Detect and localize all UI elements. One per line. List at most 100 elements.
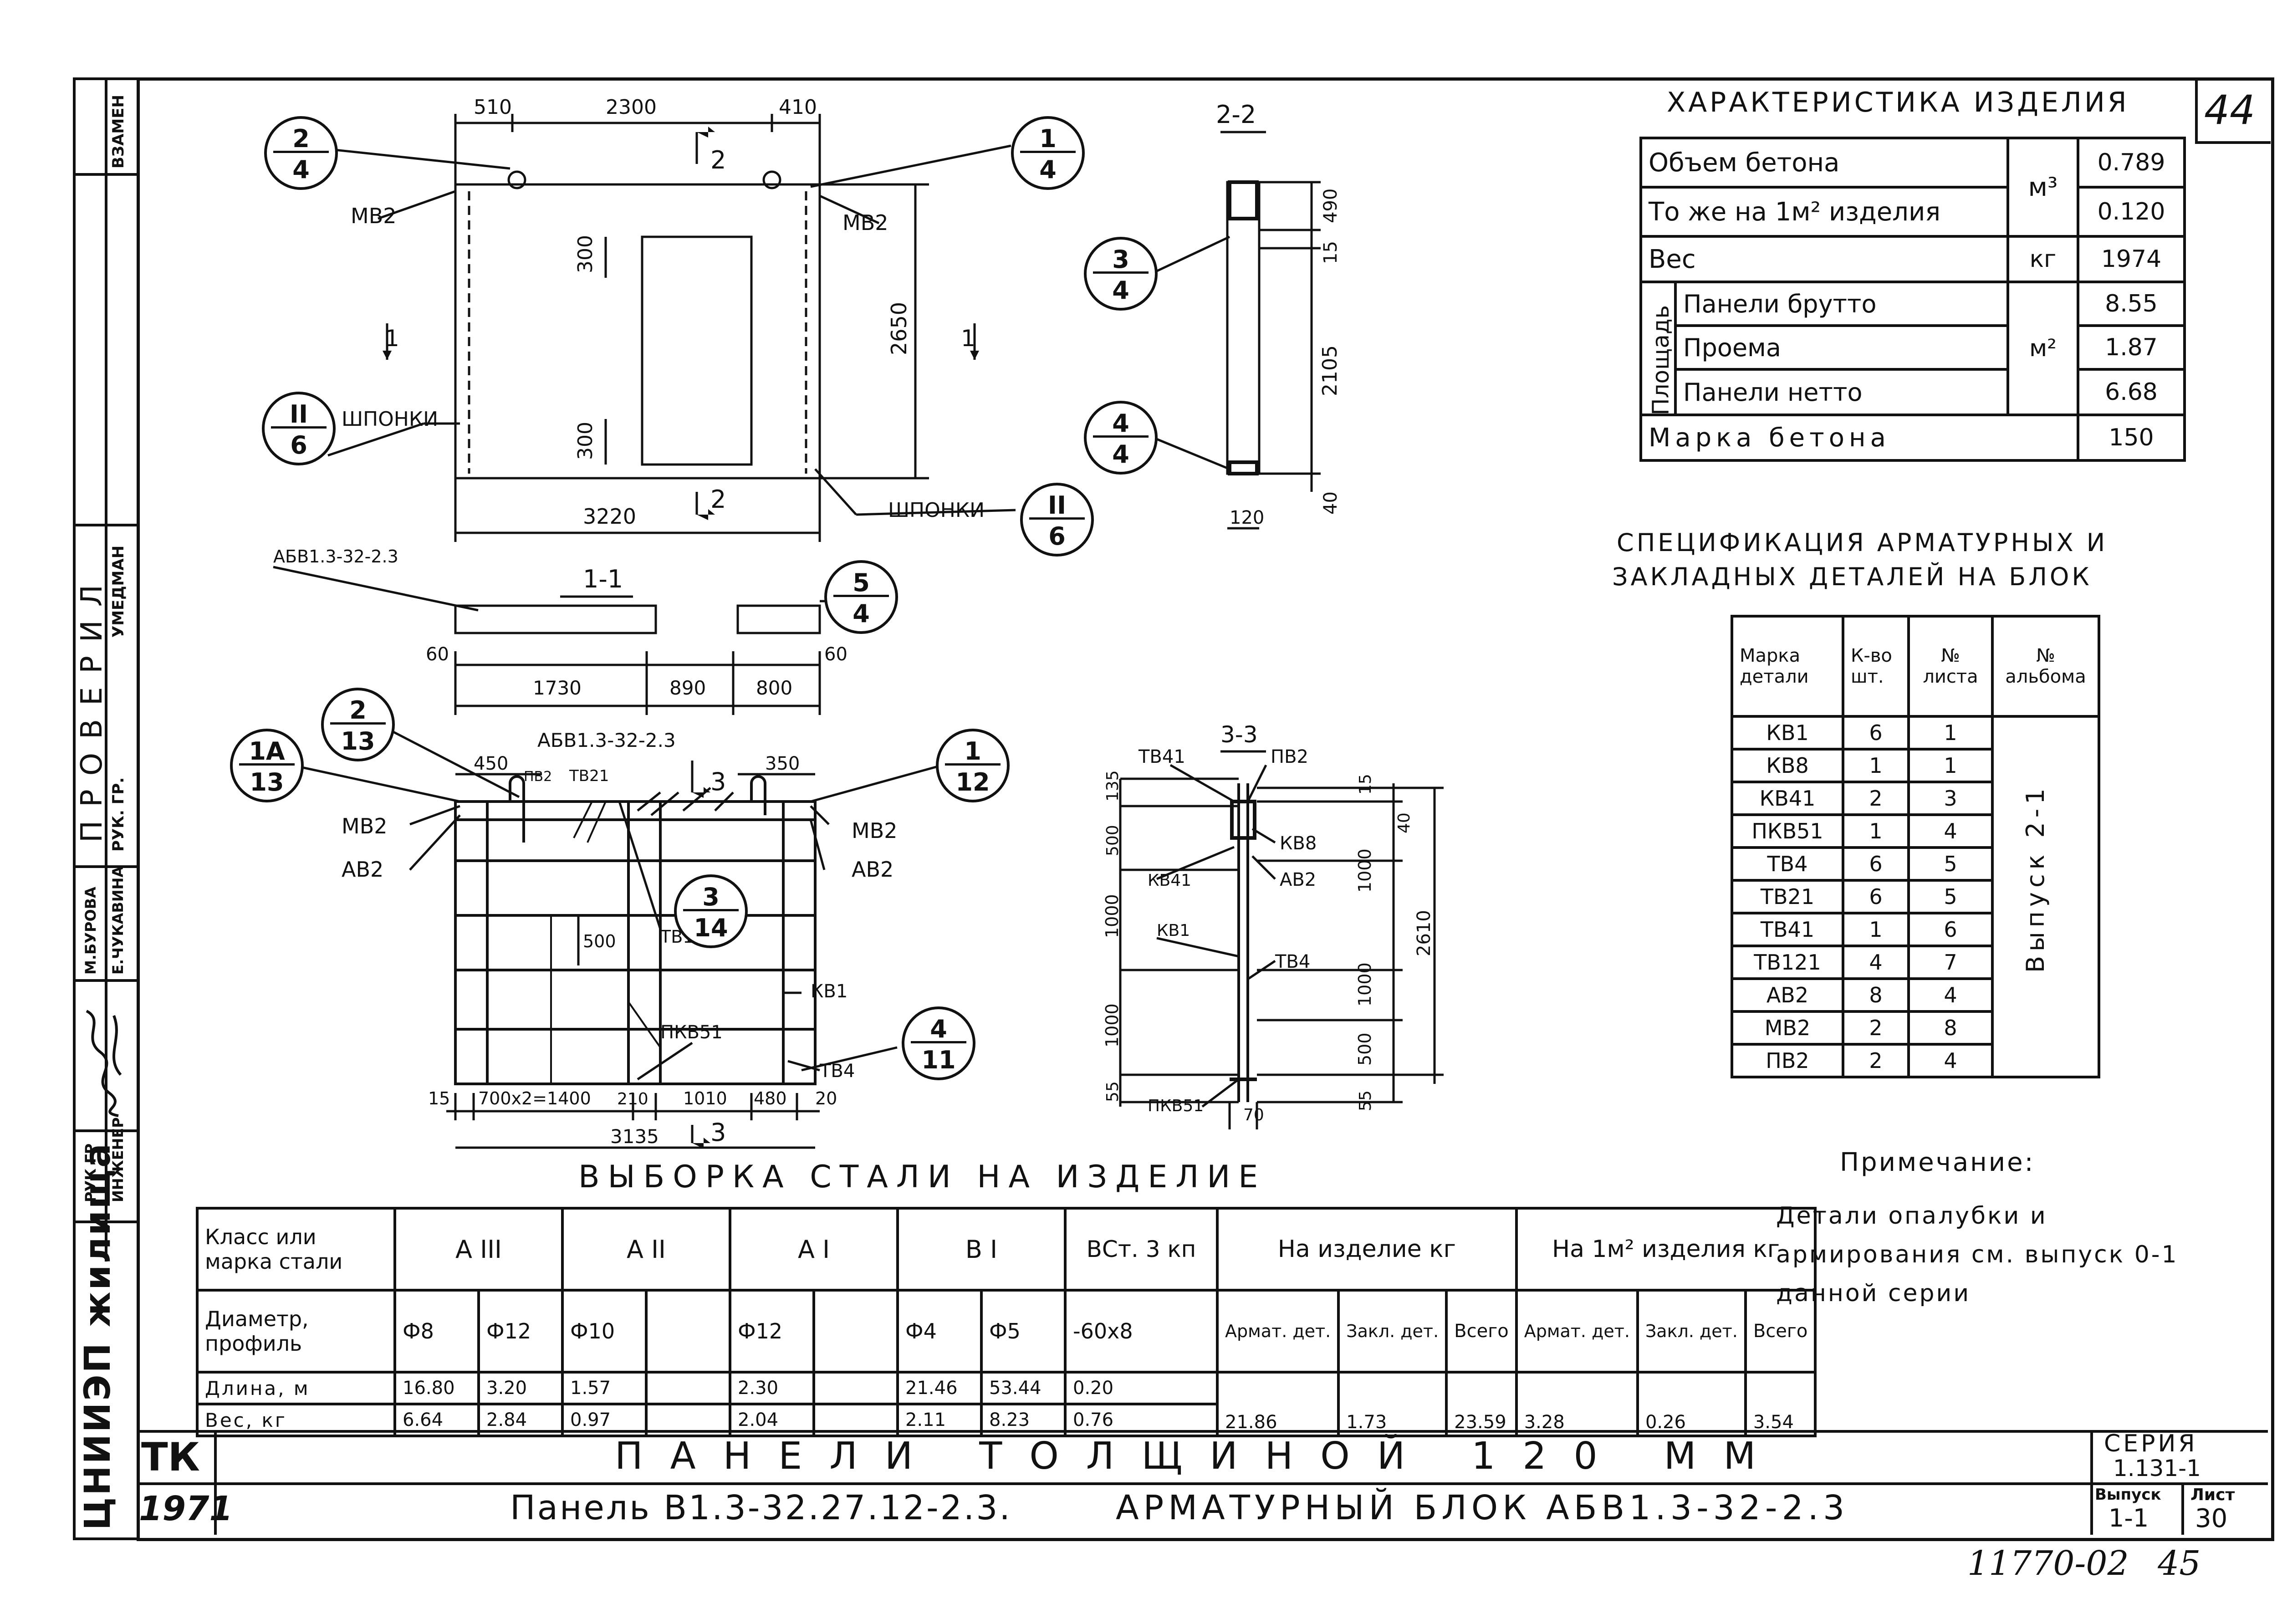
side-stamp-divider (105, 77, 107, 1261)
section-arrow (692, 1138, 710, 1149)
drawing-label: 510 (474, 96, 512, 119)
callout-sheet: 4 (1039, 155, 1057, 184)
char-label: Панели брутто (1674, 281, 2009, 327)
drawing-label: 2 (710, 485, 726, 514)
steel-diam: Ф4 (896, 1289, 983, 1374)
steel-diam: Ф12 (477, 1289, 564, 1374)
sheet-value: 30 (2195, 1504, 2228, 1533)
char-label: Панели нетто (1674, 368, 2009, 416)
spec-count: 6 (1842, 715, 1910, 751)
char-value: 8.55 (2077, 281, 2186, 327)
drawing-label: 480 (754, 1088, 787, 1108)
spec-sheet: 1 (1907, 715, 1994, 751)
drawing-label: 40 (1320, 491, 1341, 515)
note-line: армирования см. выпуск 0-1 (1776, 1241, 2179, 1268)
handwritten-code: 11770-02 45 (1967, 1544, 2200, 1583)
steel-table: Класс или марка стали А III А II А I В I… (196, 1207, 1817, 1437)
char-value: 0.789 (2077, 137, 2186, 189)
drawings: 510230041026503003003220МВ2МВ2ШПОНКИШПОН… (273, 96, 1444, 1149)
section-11-right (736, 604, 821, 634)
char-label: Марка бетона (1639, 414, 2079, 462)
tk-label: ТК (141, 1435, 200, 1480)
callout-sheet: 13 (341, 727, 375, 756)
steel-diam (812, 1289, 899, 1374)
side-stamp-rule (73, 865, 137, 868)
callout-divider (683, 909, 739, 911)
steel-sub: Армат. дет. (1515, 1289, 1639, 1374)
callout-divider (1093, 271, 1149, 274)
callout-number: II (1047, 491, 1067, 520)
callout-divider (833, 595, 889, 597)
drawing-label: 20 (815, 1088, 837, 1108)
char-unit: кг (2006, 235, 2079, 283)
steel-total: 21.86 (1215, 1371, 1340, 1437)
door-opening (641, 235, 753, 466)
drawing-label: 15 (428, 1088, 450, 1108)
spec-count: 2 (1842, 781, 1910, 816)
drawing-label: 1 (385, 325, 399, 352)
spec-mark: ТВ41 (1731, 912, 1844, 947)
drawing-label: КВ8 (1280, 833, 1317, 854)
callout-sheet: 12 (955, 768, 990, 797)
char-value: 150 (2077, 414, 2186, 462)
drawing-label: 3 (710, 767, 726, 796)
side-stamp-rule (73, 1129, 137, 1132)
char-label: Вес (1639, 235, 2009, 283)
spec-header: Марка детали (1731, 615, 1844, 718)
section-arrow (970, 351, 979, 360)
drawing-label: 350 (765, 753, 800, 774)
callout-sheet: 4 (853, 599, 870, 628)
char-value: 6.68 (2077, 368, 2186, 416)
side-stamp-rule (73, 1221, 137, 1223)
callout-divider (271, 426, 327, 429)
callout-divider (911, 1041, 966, 1043)
spec-mark: ТВ121 (1731, 945, 1844, 980)
drawing-label: 700х2=1400 (478, 1088, 591, 1108)
callout-number: 1 (964, 737, 981, 766)
steel-total: 3.28 (1515, 1371, 1639, 1437)
drawing-label: ШПОНКИ (342, 408, 438, 431)
callout-sheet: 4 (1112, 440, 1129, 469)
callout-divider (945, 763, 1001, 766)
spec-mark: МВ2 (1731, 1010, 1844, 1046)
spec-count: 1 (1842, 912, 1910, 947)
steel-length: 16.80 (393, 1371, 480, 1405)
spec-sheet: 1 (1907, 748, 1994, 783)
spec-album-text: Выпуск 2-1 (2021, 784, 2050, 973)
drawing-label: 800 (756, 677, 792, 699)
characteristics-title: Характеристика изделия (1667, 87, 2129, 118)
steel-length: 2.30 (729, 1371, 815, 1405)
steel-diam: Ф5 (980, 1289, 1067, 1374)
steel-diam-header: Диаметр, профиль (196, 1289, 396, 1374)
spec-sheet: 4 (1907, 813, 1994, 849)
steel-sub: Всего (1744, 1289, 1817, 1374)
drawing-label: 450 (474, 753, 508, 774)
drawing-label: ТВ4 (819, 1061, 855, 1082)
steel-class: В I (896, 1207, 1067, 1292)
spec-count: 2 (1842, 1043, 1910, 1078)
drawing-label: 2 (710, 146, 726, 174)
title-block-divider (2090, 1430, 2093, 1535)
drawing-label: 2300 (606, 96, 657, 119)
drawing-label: ТВ41 (1138, 746, 1185, 767)
drawing-label: 2105 (1318, 345, 1342, 396)
drawing-label: АВ2 (852, 857, 893, 882)
char-area-cell: Площадь (1639, 281, 1677, 416)
steel-per-item: На изделие кг (1216, 1207, 1518, 1292)
steel-class: А I (729, 1207, 899, 1292)
drawing-label: 1 (961, 325, 975, 352)
title-block-top (137, 1430, 2268, 1433)
char-unit: м² (2006, 281, 2079, 416)
sheet-title: Панели толщиной 120 мм (615, 1435, 1783, 1478)
spec-count: 1 (1842, 748, 1910, 783)
drawing-label: ПКВ51 (660, 1022, 723, 1043)
callout-divider (239, 763, 295, 766)
